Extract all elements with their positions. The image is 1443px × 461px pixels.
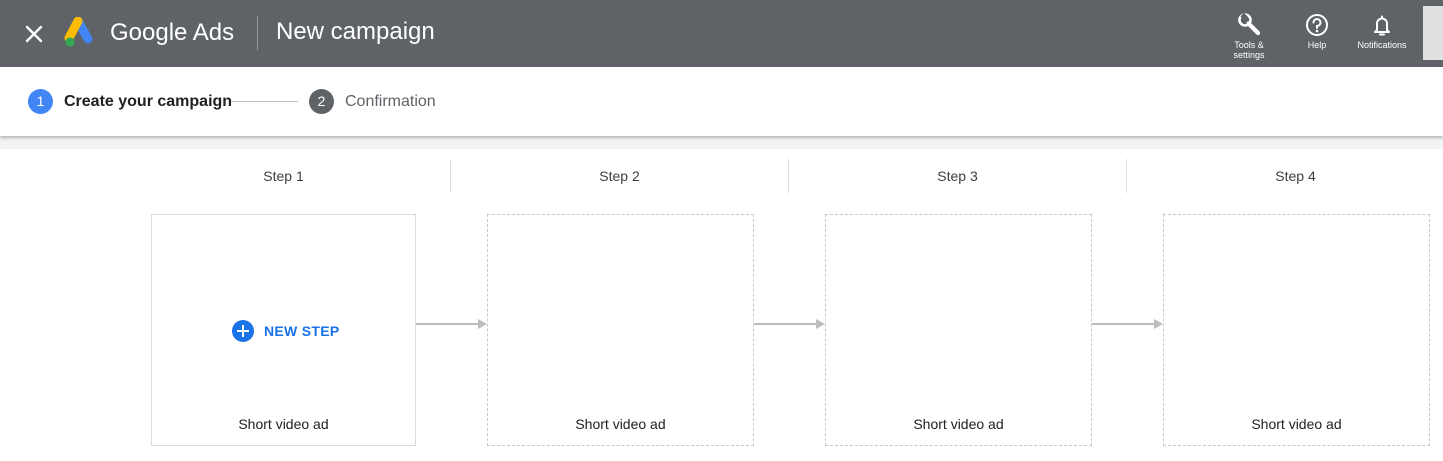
column-divider: [450, 159, 451, 193]
tools-settings-button[interactable]: Tools & settings: [1224, 12, 1274, 60]
step-card-1[interactable]: NEW STEP Short video ad: [151, 214, 416, 446]
arrow-right-icon: [1092, 319, 1163, 329]
column-header-step-3: Step 3: [937, 168, 978, 184]
column-header-step-4: Step 4: [1275, 168, 1316, 184]
help-label: Help: [1307, 40, 1327, 50]
google-ads-logo: [64, 16, 98, 49]
help-icon: [1306, 14, 1328, 36]
card-label: Short video ad: [913, 416, 1004, 432]
wrench-icon: [1238, 12, 1261, 36]
header-edge-panel: [1423, 6, 1443, 60]
close-icon[interactable]: [20, 20, 48, 48]
step-number-badge: 1: [28, 89, 53, 114]
plus-circle-icon: [232, 320, 254, 342]
arrow-right-icon: [416, 319, 487, 329]
card-label: Short video ad: [238, 416, 329, 432]
stepper-step-create-campaign[interactable]: Create your campaign: [64, 93, 233, 110]
campaign-stepper: 1 Create your campaign 2 Confirmation: [0, 67, 1443, 136]
card-label: Short video ad: [575, 416, 666, 432]
card-label: Short video ad: [1251, 416, 1342, 432]
page-title: New campaign: [276, 18, 435, 45]
header-divider: [257, 16, 258, 50]
brand-name: Google Ads: [110, 19, 235, 46]
new-step-button[interactable]: NEW STEP: [232, 319, 340, 343]
bell-icon: [1374, 15, 1390, 36]
step-number-badge: 2: [309, 89, 334, 114]
step-card-3[interactable]: Short video ad: [825, 214, 1092, 446]
stepper-step-confirmation[interactable]: Confirmation: [345, 93, 436, 110]
column-header-step-2: Step 2: [599, 168, 640, 184]
top-app-bar: Google Ads New campaign Tools & settings…: [0, 0, 1443, 67]
notifications-label: Notifications: [1357, 40, 1407, 50]
stepper-connector: [231, 101, 298, 102]
step-card-2[interactable]: Short video ad: [487, 214, 754, 446]
notifications-button[interactable]: Notifications: [1350, 12, 1414, 50]
column-divider: [788, 159, 789, 193]
help-button[interactable]: Help: [1297, 12, 1337, 50]
column-header-step-1: Step 1: [263, 168, 304, 184]
tools-settings-label: Tools & settings: [1233, 40, 1265, 60]
column-divider: [1126, 159, 1127, 193]
video-ad-sequence-canvas: Step 1 Step 2 Step 3 Step 4 NEW STEP Sho…: [0, 149, 1443, 461]
step-card-4[interactable]: Short video ad: [1163, 214, 1430, 446]
arrow-right-icon: [754, 319, 825, 329]
new-step-label: NEW STEP: [264, 323, 340, 339]
